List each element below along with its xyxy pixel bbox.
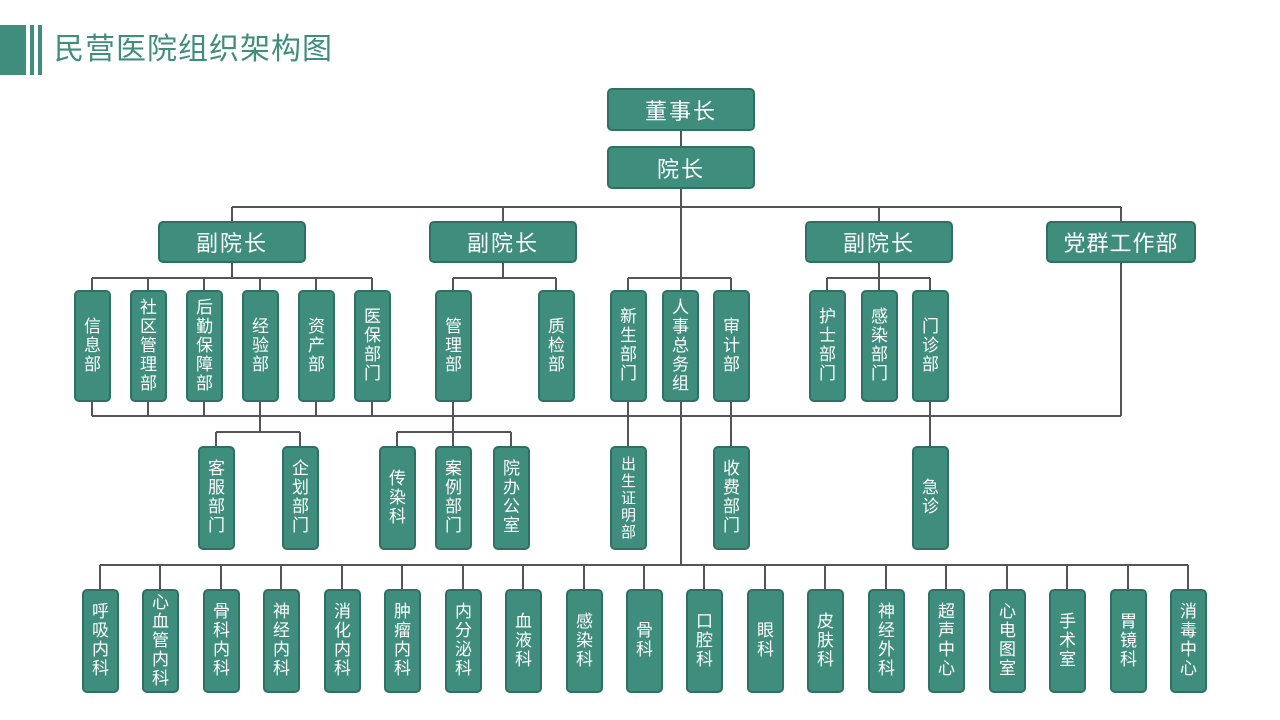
clinical-dept-1: 心血管内科 [142,589,179,693]
sub-cashier: 收费部门 [713,446,750,550]
clinical-dept-4: 消化内科 [324,589,361,693]
clinical-dept-3: 神经内科 [263,589,300,693]
vice-president-box-2: 副院长 [429,221,577,263]
president-box: 院长 [607,146,755,189]
dept-logistics: 后勤保障部 [186,290,223,402]
sub-cases: 案例部门 [435,446,472,550]
dept-infection: 感染部门 [861,290,898,402]
dept-outpatient: 门诊部 [912,290,949,402]
dept-insurance: 医保部门 [354,290,391,402]
dept-hr: 人事总务组 [662,290,699,402]
clinical-dept-2: 骨科内科 [203,589,240,693]
clinical-dept-17: 胃镜科 [1110,589,1147,693]
sub-customer-service: 客服部门 [198,446,235,550]
dept-nursing: 护士部门 [809,290,846,402]
dept-newborn: 新生部门 [610,290,647,402]
vice-president-box-1: 副院长 [158,221,306,263]
clinical-dept-14: 超声中心 [928,589,965,693]
clinical-dept-10: 口腔科 [686,589,723,693]
clinical-dept-12: 皮肤科 [807,589,844,693]
title-decor-bar-3 [38,25,42,75]
clinical-dept-0: 呼吸内科 [82,589,119,693]
dept-quality: 质检部 [538,290,575,402]
dept-assets: 资产部 [298,290,335,402]
dept-audit: 审计部 [713,290,750,402]
dept-management: 管理部 [435,290,472,402]
dept-info: 信息部 [74,290,111,402]
sub-birth-certificate: 出生证明部 [610,446,647,550]
clinical-dept-7: 血液科 [505,589,542,693]
clinical-dept-8: 感染科 [566,589,603,693]
clinical-dept-16: 手术室 [1049,589,1086,693]
clinical-dept-13: 神经外科 [868,589,905,693]
dept-operations: 经验部 [242,290,279,402]
clinical-dept-5: 肿瘤内科 [384,589,421,693]
clinical-dept-18: 消毒中心 [1170,589,1207,693]
sub-hospital-office: 院办公室 [493,446,530,550]
clinical-dept-6: 内分泌科 [445,589,482,693]
title-decor-bar-1 [0,25,26,75]
clinical-dept-15: 心电图室 [989,589,1026,693]
vice-president-box-3: 副院长 [805,221,953,263]
title-decor-bar-2 [30,25,34,75]
party-work-dept-box: 党群工作部 [1046,221,1196,263]
page-title: 民营医院组织架构图 [54,32,333,67]
clinical-dept-9: 骨科 [626,589,663,693]
clinical-dept-11: 眼科 [747,589,784,693]
sub-infectious-dept: 传染科 [379,446,416,550]
sub-emergency: 急诊 [912,446,949,550]
chairman-box: 董事长 [607,88,755,131]
dept-community: 社区管理部 [130,290,167,402]
sub-planning: 企划部门 [282,446,319,550]
